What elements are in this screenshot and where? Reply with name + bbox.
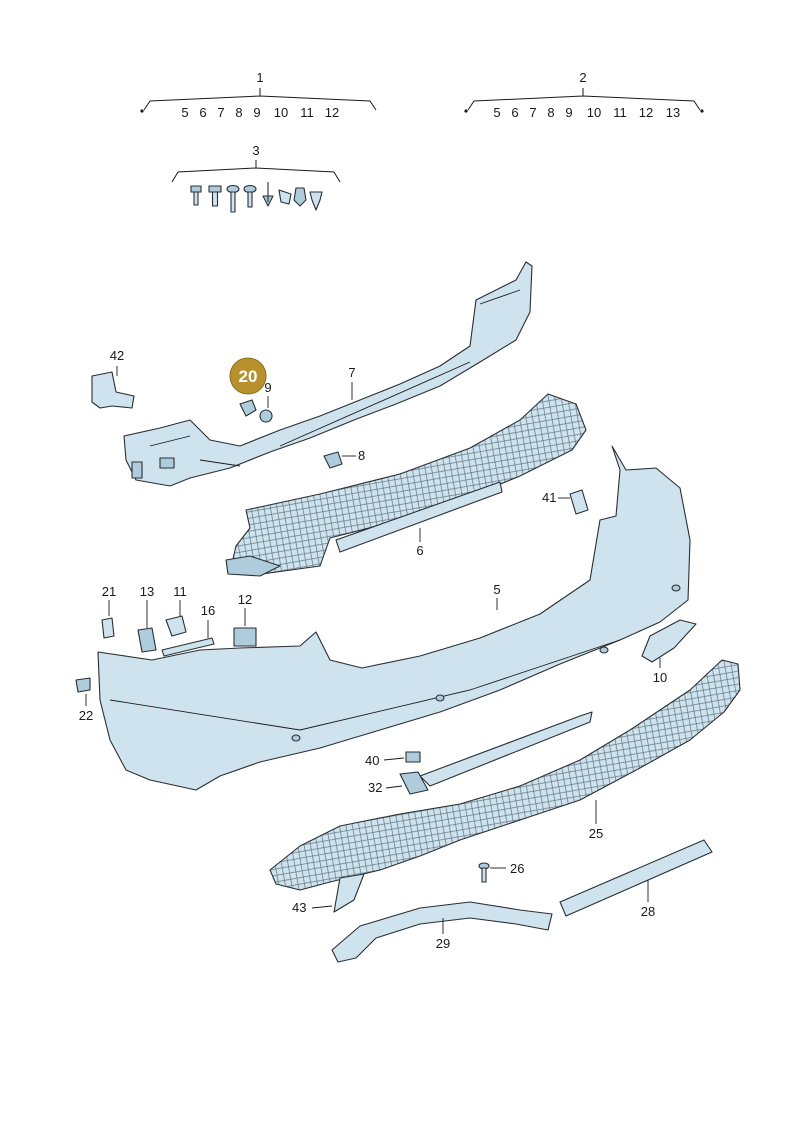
group-2-item: 5	[493, 105, 500, 120]
group-2-label: 2	[579, 70, 586, 85]
group-1-item: 10	[274, 105, 288, 120]
group-1-item: 7	[217, 105, 224, 120]
callout-6: 6	[416, 543, 423, 558]
callout-21: 21	[102, 584, 116, 599]
group-3-header: 3	[171, 143, 341, 213]
diffuser-part	[269, 659, 741, 891]
group-1-label: 1	[256, 70, 263, 85]
group-1-header: 1 5 6 7 8 9 10 11 12	[140, 70, 377, 120]
callout-25: 25	[589, 826, 603, 841]
callout-11: 11	[173, 584, 187, 599]
callout-9: 9	[264, 380, 271, 395]
callout-8: 8	[358, 448, 365, 463]
highlight-badge	[229, 357, 267, 395]
group-2-item: 11	[613, 105, 627, 120]
group-3-label: 3	[252, 143, 259, 158]
bracket-42-part	[91, 371, 135, 409]
group-1-item: 11	[300, 105, 314, 120]
reflector-10-part	[641, 619, 697, 663]
group-2-item: 13	[666, 105, 680, 120]
callout-7: 7	[348, 365, 355, 380]
screw-26-part	[478, 862, 490, 883]
clip-20-part	[239, 399, 273, 423]
group-2-item: 12	[639, 105, 653, 120]
group-1-item: 6	[199, 105, 206, 120]
group-2-item: 10	[587, 105, 601, 120]
group-1-item: 5	[181, 105, 188, 120]
group-1-item: 9	[253, 105, 260, 120]
callout-40: 40	[365, 753, 379, 768]
bumper-carrier-part	[225, 393, 587, 577]
fastener-set-icon	[190, 182, 323, 213]
group-2-item: 8	[547, 105, 554, 120]
callout-22: 22	[79, 708, 93, 723]
callout-13: 13	[140, 584, 154, 599]
group-2-item: 7	[529, 105, 536, 120]
callout-12: 12	[238, 592, 252, 607]
callout-29: 29	[436, 936, 450, 951]
callout-10: 10	[653, 670, 667, 685]
callout-16: 16	[201, 603, 215, 618]
trim-43-part	[333, 873, 365, 913]
group-2-header: 2 5 6 7 8 9 10 11 12 13	[464, 70, 704, 120]
callout-5: 5	[493, 582, 500, 597]
callout-42: 42	[110, 348, 124, 363]
group-1-item: 8	[235, 105, 242, 120]
trim-29-part	[331, 901, 553, 963]
trim-28-part	[559, 839, 713, 917]
group-1-item: 12	[325, 105, 339, 120]
group-2-item: 9	[565, 105, 572, 120]
trim-strip-part	[399, 711, 593, 795]
callout-32: 32	[368, 780, 382, 795]
small-clip-parts	[75, 615, 257, 693]
callout-26: 26	[510, 861, 524, 876]
bumper-cover-part	[97, 445, 691, 791]
bracket-41-part	[569, 489, 589, 515]
callouts: 42 9 7 8 41 6 5 21 13 11 16 12 10 22 40 …	[79, 348, 667, 951]
callout-41: 41	[542, 490, 556, 505]
impact-absorber-part	[123, 261, 533, 487]
callout-28: 28	[641, 904, 655, 919]
group-2-item: 6	[511, 105, 518, 120]
highlight-label: 20	[239, 367, 258, 386]
highlight-callout-20[interactable]: 20	[229, 357, 267, 395]
screw-8-part	[323, 451, 343, 469]
callout-43: 43	[292, 900, 306, 915]
